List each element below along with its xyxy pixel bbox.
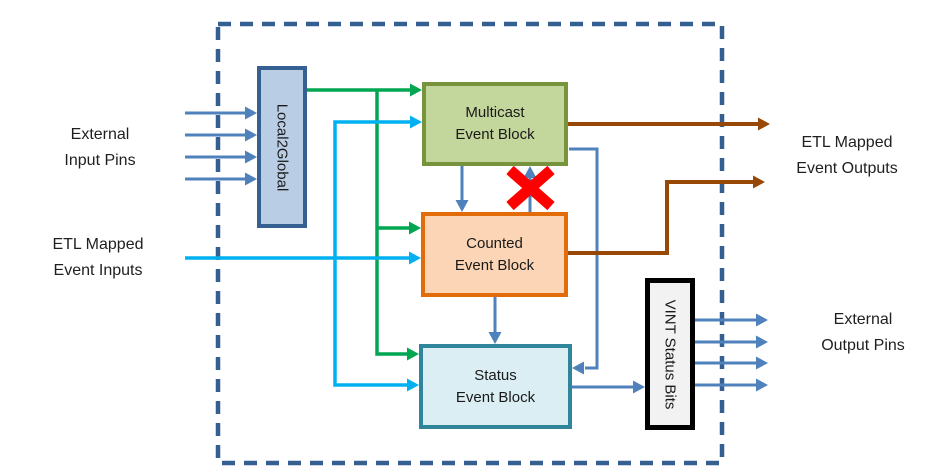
external-input-arrows: [185, 106, 257, 186]
multicast-to-status-feedback-arrow: [569, 147, 599, 375]
counted-etl-output-arrow: [568, 175, 765, 255]
multicast-event-block-label: Multicast Event Block: [455, 104, 535, 143]
external-output-pins-label: External Output Pins: [821, 311, 905, 354]
etl-mapped-event-inputs-label: ETL Mapped Event Inputs: [52, 236, 144, 279]
etl-mapped-event-outputs-label: ETL Mapped Event Outputs: [796, 134, 898, 177]
external-output-arrows: [695, 313, 768, 392]
counted-to-status-arrow: [488, 297, 502, 344]
local2global-distribution-arrows: [307, 83, 422, 361]
multicast-event-block: Multicast Event Block: [422, 82, 568, 166]
counted-event-block: Counted Event Block: [421, 212, 568, 297]
status-event-block-label: Status Event Block: [455, 366, 536, 406]
multicast-to-counted-arrow: [455, 166, 469, 212]
counted-event-block-label: Counted Event Block: [454, 234, 535, 274]
status-event-block: Status Event Block: [419, 344, 572, 429]
vint-status-bits-block: VINT Status Bits: [645, 278, 695, 430]
local2global-block: Local2Global: [257, 66, 307, 228]
status-to-vint-arrow: [572, 380, 645, 394]
blocked-connection-x-icon: [506, 165, 555, 211]
vint-status-bits-label: VINT Status Bits: [661, 299, 679, 409]
external-input-pins-label: External Input Pins: [64, 126, 136, 169]
multicast-etl-output-arrow: [568, 117, 770, 131]
local2global-label: Local2Global: [273, 103, 291, 191]
counted-to-multicast-arrow-blocked: [523, 166, 537, 212]
